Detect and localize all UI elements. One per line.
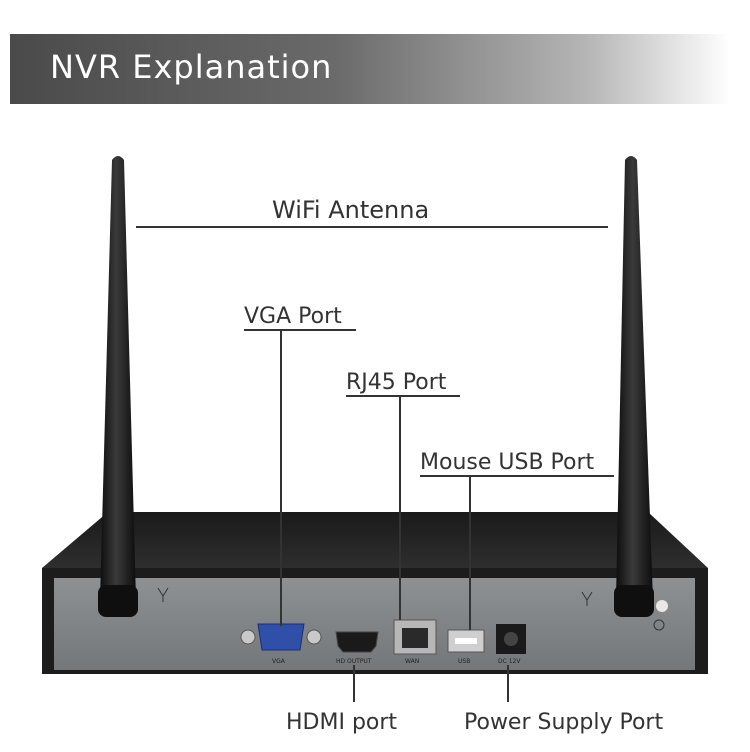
- vga-device-label: VGA: [272, 658, 286, 665]
- rj45-connector: [393, 619, 437, 655]
- screw-icon: [656, 600, 668, 612]
- right-antenna: [614, 156, 654, 617]
- power-supply-port-label: Power Supply Port: [464, 710, 664, 735]
- dc-power-connector: [496, 624, 526, 654]
- callout-lines: [136, 226, 614, 702]
- wifi-antenna-label: WiFi Antenna: [272, 196, 430, 224]
- mouse-usb-port-label: Mouse USB Port: [420, 450, 595, 475]
- vga-port-label: VGA Port: [244, 304, 342, 329]
- rj45-port-label: RJ45 Port: [346, 370, 447, 395]
- wan-device-label: WAN: [405, 658, 419, 665]
- nvr-chassis: [42, 512, 708, 674]
- usb-connector: [447, 629, 485, 653]
- title-banner: NVR Explanation: [10, 34, 730, 104]
- antenna-symbol-icon: [157, 587, 593, 606]
- hdmi-connector: [335, 631, 379, 653]
- banner-title: NVR Explanation: [50, 48, 333, 86]
- hd-output-device-label: HD OUTPUT: [336, 658, 372, 665]
- hdmi-port-label: HDMI port: [286, 710, 398, 735]
- vga-connector: [240, 623, 322, 651]
- dc-device-label: DC 12V: [498, 658, 521, 665]
- ground-icon: [653, 619, 665, 631]
- usb-device-label: USB: [458, 658, 470, 665]
- left-antenna: [98, 156, 138, 617]
